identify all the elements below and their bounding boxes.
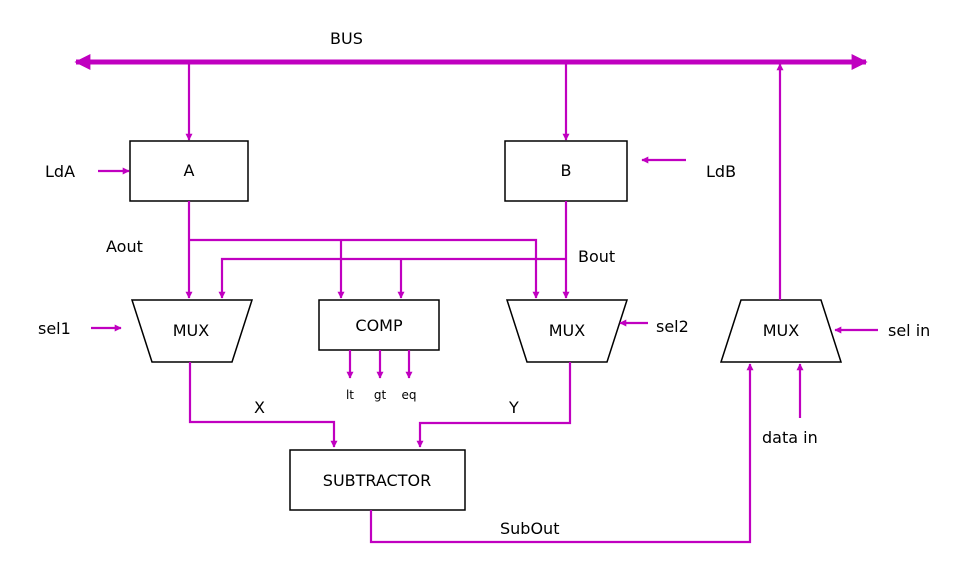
sel1-label: sel1 [38, 319, 71, 338]
y-label: Y [508, 398, 519, 417]
lt-label: lt [346, 388, 354, 402]
mux2-label: MUX [549, 321, 586, 340]
x-wire [188, 362, 338, 448]
bout-bus-wire [218, 257, 566, 299]
gt-label: gt [374, 388, 387, 402]
register-a-label: A [184, 161, 195, 180]
aout-label: Aout [106, 237, 143, 256]
mux1-label: MUX [173, 321, 210, 340]
comparator-label: COMP [355, 316, 403, 335]
mux1-block [130, 299, 254, 363]
data-in-label: data in [762, 428, 818, 447]
subout-label: SubOut [500, 519, 559, 538]
bus-label: BUS [330, 29, 363, 48]
x-label: X [254, 398, 265, 417]
mux3-label: MUX [763, 321, 800, 340]
sel-in-label: sel in [888, 321, 930, 340]
lda-label: LdA [45, 162, 75, 181]
mux3-block [719, 299, 843, 363]
sel2-label: sel2 [656, 317, 689, 336]
register-b [504, 140, 628, 202]
comparator-block [318, 299, 440, 351]
register-b-label: B [561, 161, 572, 180]
subtractor-block [289, 449, 466, 511]
subtractor-label: SUBTRACTOR [323, 471, 431, 490]
subout-wire [369, 363, 754, 544]
ldb-label: LdB [706, 162, 736, 181]
register-a [129, 140, 249, 202]
eq-label: eq [402, 388, 417, 402]
aout-bus-wire [189, 238, 540, 299]
mux2-block [505, 299, 629, 363]
y-wire [416, 362, 572, 448]
bout-label: Bout [578, 247, 615, 266]
